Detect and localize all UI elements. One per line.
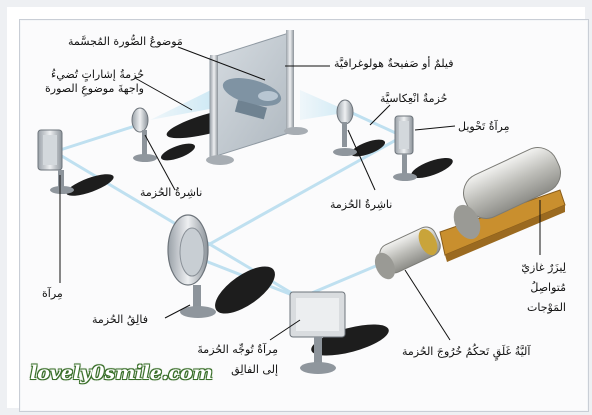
shutter-mechanism (374, 226, 441, 280)
steering-mirror (289, 291, 346, 374)
label-beam-spreader-2: ناشِرةُ الحُزمة (330, 198, 393, 211)
label-steer-mirror: مِرآةٌ تُوجِّه الحُزمةَ إلى الفالِق (197, 343, 278, 376)
object-beam-cone (150, 88, 215, 120)
label-film: فيلمٌ أو صَفيحةٌ هولوغرافيَّة (334, 57, 454, 70)
hologram-object (222, 78, 282, 120)
label-mirror: مِرآة (42, 287, 63, 300)
label-beam-spreader-1: ناشِرةُ الحُزمة (140, 186, 203, 199)
watermark: lovely0smile.com (30, 362, 213, 384)
transfer-mirror (393, 115, 417, 181)
label-object-beam: حُزمةُ إشاراتٍ تُضيءُ واجهةَ موضوعِ الصو… (45, 68, 144, 95)
label-laser: لِيزَرٌ غازيّ مُتواصِلُ المَوْجات (521, 261, 566, 314)
beam-spreader-2 (333, 99, 357, 156)
mirror-left (37, 129, 74, 194)
leader-lines (59, 46, 541, 341)
label-holo-object: مَوضوعُ الصُّورة المُجسَّمة (68, 35, 183, 48)
beam-splitter (167, 214, 216, 318)
gas-laser (439, 147, 566, 262)
label-reflect-beam: حُزمةٌ انْعِكاسيَّة (380, 92, 448, 105)
label-transfer-mirror: مِرآةُ تَحْويل (458, 120, 510, 133)
label-shutter: آليَّةُ غَلَقٍ تَحكُمُ خُرُوجَ الحُزمة (402, 345, 531, 358)
label-beam-splitter: فالِقُ الحُزمة (92, 313, 148, 326)
beam-spreader-1 (131, 107, 157, 162)
